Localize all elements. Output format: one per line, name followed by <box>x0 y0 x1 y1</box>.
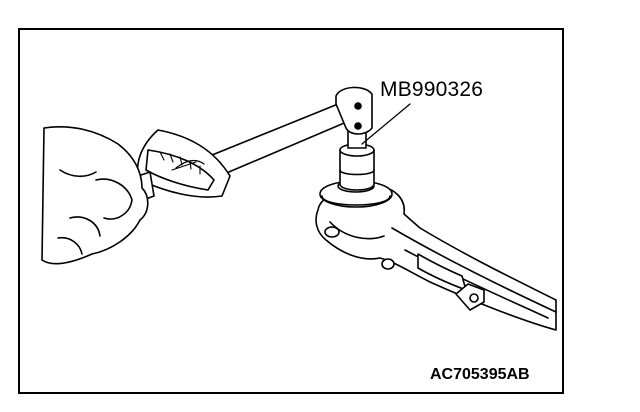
callout-leader <box>361 103 411 145</box>
hand <box>41 125 149 265</box>
figure-code: AC705395AB <box>430 366 530 383</box>
tool-callout-label: MB990326 <box>380 78 484 101</box>
